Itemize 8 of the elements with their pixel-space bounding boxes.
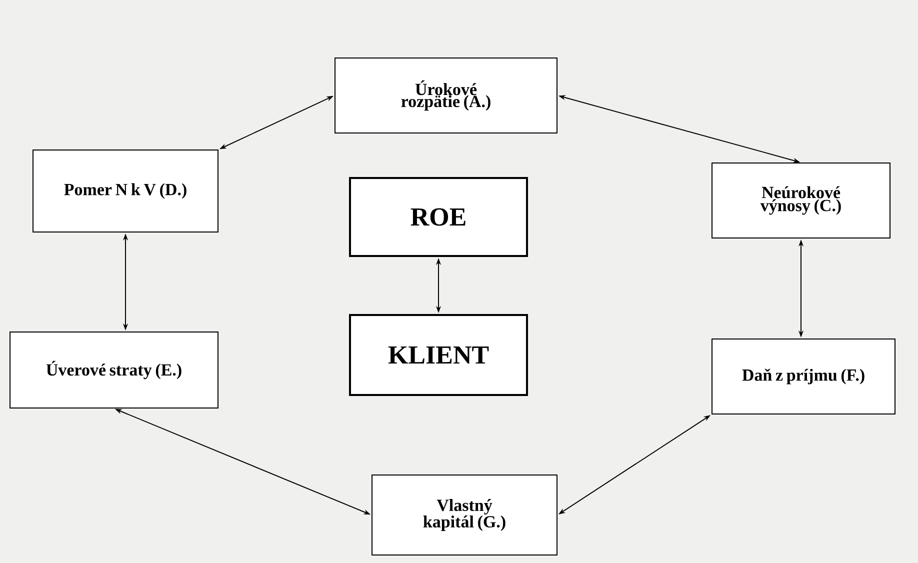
box: KLIENT (349, 314, 528, 396)
box: ROE (349, 177, 528, 257)
box: Vlastný kapitál (G.) (372, 474, 558, 556)
box: Daň z príjmu (F.) (712, 338, 896, 414)
box: Neúrokové výnosy (C.) (712, 162, 890, 238)
box: Úverové straty (E.) (10, 332, 218, 408)
box: Úrokové rozpätie (A.) (334, 58, 558, 134)
box: Pomer N k V (D.) (32, 150, 218, 232)
